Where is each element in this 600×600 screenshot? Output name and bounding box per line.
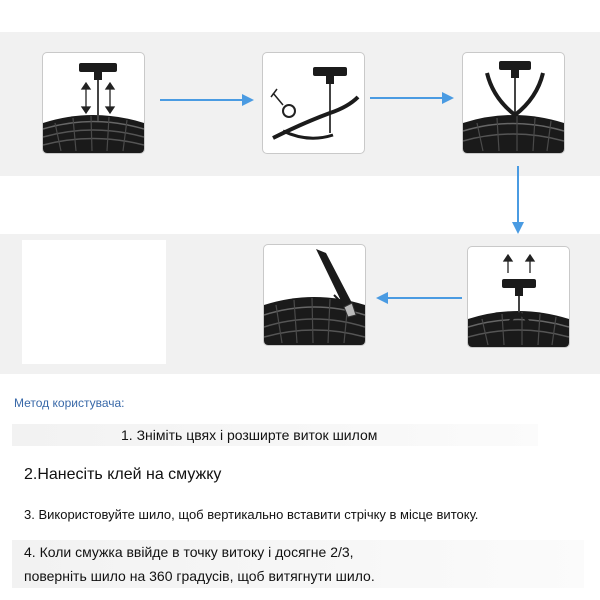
tire-tread <box>43 115 144 153</box>
step-2-text: 2.Нанесіть клей на смужку <box>24 466 222 483</box>
tool-handle <box>499 61 531 70</box>
step-5-panel <box>263 244 366 346</box>
tool-handle <box>79 63 117 72</box>
tire-tread <box>468 311 569 347</box>
tire-tread <box>264 297 365 345</box>
up-arrows <box>502 253 536 273</box>
plug-strip <box>506 311 532 326</box>
step-1-highlight <box>12 424 538 446</box>
method-heading: Метод користувача: <box>14 396 125 410</box>
tire-ream-illustration-icon <box>43 63 144 153</box>
step-2-panel <box>262 52 365 154</box>
tire-cut-plug-illustration-icon <box>264 249 365 345</box>
tire-pull-tool-illustration-icon <box>468 253 569 347</box>
up-down-arrows <box>80 81 116 115</box>
glue-tube-cap <box>282 104 296 118</box>
tire-tread <box>463 115 564 153</box>
tool-handle <box>502 279 536 288</box>
step-3-panel <box>462 52 565 154</box>
plug-strip <box>272 95 360 140</box>
step-1-panel <box>42 52 145 154</box>
plug-strip-left <box>485 72 517 117</box>
plug-strip-right <box>513 72 545 117</box>
blank-image-area <box>22 240 166 364</box>
plug-glue-illustration-icon <box>270 67 360 140</box>
arrow-down <box>512 166 524 234</box>
step-4-text-line-1: 4. Коли смужка ввійде в точку витоку і д… <box>24 544 354 560</box>
step-4-highlight <box>12 540 584 588</box>
arrow-left <box>376 292 462 304</box>
arrow-right-2 <box>370 92 454 104</box>
step-1-text: 1. Зніміть цвях і розширте виток шилом <box>121 427 378 443</box>
step-4-panel <box>467 246 570 348</box>
cutter-blade <box>343 302 357 318</box>
tire-insert-plug-illustration-icon <box>463 61 564 153</box>
step-4-text-line-2: поверніть шило на 360 градусів, щоб витя… <box>24 568 375 584</box>
step-3-text: 3. Використовуйте шило, щоб вертикально … <box>24 507 479 522</box>
arrow-right-1 <box>160 94 254 106</box>
tool-handle <box>313 67 347 76</box>
